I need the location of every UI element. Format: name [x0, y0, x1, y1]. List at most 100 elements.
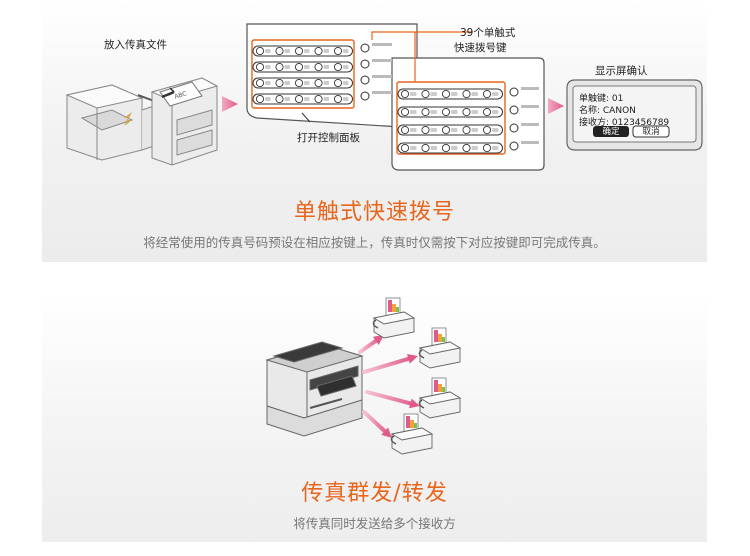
dial-key-label-box	[304, 81, 310, 85]
fax-machine-top-icon	[372, 311, 416, 325]
arrowhead-icon	[372, 335, 384, 345]
dial-key-icon	[314, 78, 323, 88]
section1-description: 将经常使用的传真号码预设在相应按键上，传真时仅需按下对应按键即可完成传真。	[143, 235, 606, 250]
single-touch-dial-panel: ABC	[42, 0, 707, 262]
side-button-icon	[509, 123, 519, 133]
dial-key-icon	[333, 94, 343, 104]
dial-key-label-box	[304, 65, 310, 69]
dial-key-icon	[255, 46, 265, 56]
side-button-icon	[360, 59, 370, 69]
dial-key-icon	[294, 62, 304, 72]
dial-key-label-box	[323, 97, 329, 101]
dial-key-icon	[314, 94, 323, 104]
dial-key-label-box	[265, 65, 271, 69]
lcd-line-1: 单触键: 01	[579, 94, 624, 104]
keys-label-line1: 39个单触式	[460, 27, 516, 39]
dial-key-label-box	[430, 146, 437, 150]
fax-handset-icon	[372, 319, 379, 329]
single-touch-dial-illustration: ABC	[65, 23, 703, 171]
dial-key-label-box	[471, 146, 478, 150]
fax-paper-bar-icon	[410, 420, 414, 428]
dial-key-label-box	[410, 146, 417, 150]
dial-key-label-box	[284, 81, 290, 85]
dial-key-label-box	[343, 97, 349, 101]
broadcast-arrows	[358, 335, 420, 438]
dial-key-icon	[421, 89, 430, 99]
dial-key-icon	[482, 89, 492, 99]
dial-key-icon	[294, 94, 304, 104]
dial-key-icon	[294, 78, 304, 88]
dial-key-label-box	[265, 81, 271, 85]
dial-key-label-box	[451, 110, 458, 114]
side-button-label-box	[521, 105, 539, 108]
dial-key-icon	[421, 143, 430, 153]
side-button-icon	[360, 75, 370, 85]
dial-key-icon	[333, 46, 343, 56]
dial-key-label-box	[410, 128, 417, 132]
side-button-label-box	[372, 43, 392, 46]
side-button-label-box	[372, 59, 392, 62]
keys-label-line2: 快速拨号键	[454, 42, 507, 54]
dial-key-icon	[482, 107, 492, 117]
dial-key-row	[397, 88, 503, 100]
dial-key-label-box	[471, 92, 478, 96]
step-arrow-icon	[222, 96, 238, 112]
dial-key-row	[252, 77, 353, 89]
side-button-icon	[360, 91, 370, 101]
fax-paper-bar-icon	[434, 330, 438, 342]
dial-key-label-box	[430, 92, 437, 96]
dial-key-icon	[421, 125, 430, 135]
dial-key-label-box	[284, 65, 290, 69]
fax-paper-bar-icon	[396, 307, 399, 312]
lcd-display-device	[566, 79, 703, 151]
dial-key-label-box	[451, 128, 458, 132]
dial-key-icon	[275, 62, 284, 72]
lcd-ok-button: 确定	[602, 127, 620, 137]
dial-key-label-box	[284, 49, 290, 53]
fax-handset-icon	[390, 435, 397, 445]
fax-document-paper: ABC	[159, 81, 203, 107]
dial-key-label-box	[471, 128, 478, 132]
dial-key-icon	[482, 125, 492, 135]
dial-key-row	[252, 45, 353, 57]
dial-key-label-box	[265, 49, 271, 53]
fax-handset-icon	[418, 349, 425, 359]
fax-paper-bar-icon	[442, 337, 445, 342]
section1-title: 单触式快速拨号	[293, 200, 455, 225]
dial-key-row	[397, 124, 503, 136]
dial-key-row	[397, 142, 503, 154]
dial-key-icon	[314, 46, 323, 56]
dial-key-icon	[255, 78, 265, 88]
dial-key-label-box	[323, 49, 329, 53]
dial-key-label-box	[284, 97, 290, 101]
fax-paper-bar-icon	[442, 387, 445, 392]
dial-key-label-box	[343, 65, 349, 69]
fax-paper-bar-icon	[392, 304, 396, 312]
section2-title: 传真群发/转发	[301, 481, 448, 506]
side-button-label-box	[372, 91, 392, 94]
dial-key-icon	[333, 78, 343, 88]
dial-key-label-box	[492, 128, 499, 132]
broadcast-arrow-icon	[362, 355, 415, 374]
side-button-icon	[360, 43, 370, 53]
down-arrow-icon	[124, 112, 132, 126]
fax-paper-bar-icon	[438, 334, 442, 342]
copier-illustration	[65, 84, 163, 161]
dial-key-label-box	[410, 92, 417, 96]
fax-broadcast-illustration	[265, 297, 462, 455]
side-button-label-box	[521, 123, 539, 126]
dial-key-label-box	[492, 92, 499, 96]
fax-machine-top-icon	[418, 391, 462, 405]
side-button-icon	[509, 87, 519, 97]
dial-key-icon	[462, 89, 471, 99]
dial-keys-front	[397, 88, 503, 154]
lcd-line-2: 名称: CANON	[579, 106, 636, 116]
dial-key-icon	[421, 107, 430, 117]
fax-broadcast-panel: 传真群发/转发 将传真同时发送给多个接收方	[42, 290, 707, 542]
dial-key-icon	[400, 125, 410, 135]
side-button-icon	[509, 105, 519, 115]
dial-key-label-box	[492, 110, 499, 114]
dial-key-icon	[462, 143, 471, 153]
dial-key-icon	[482, 143, 492, 153]
fax-handset-icon	[418, 399, 425, 409]
